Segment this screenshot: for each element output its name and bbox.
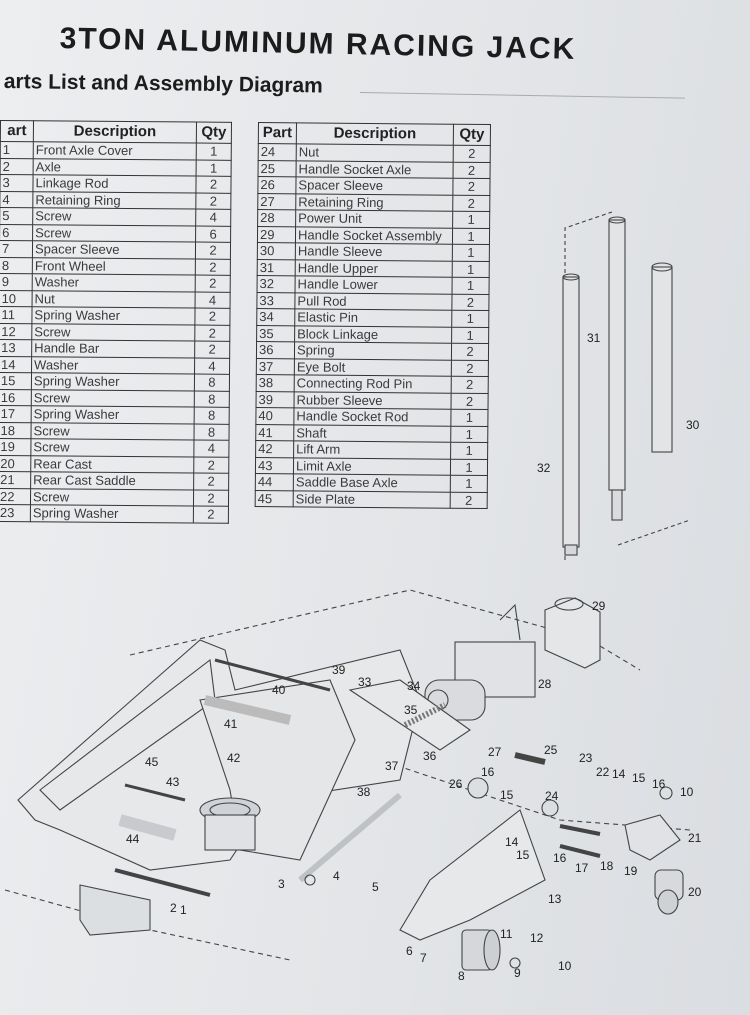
callout-15: 15 [632,771,646,785]
callout-15c: 15 [516,848,530,862]
callout-16: 16 [652,777,666,791]
callout-4: 4 [333,869,340,883]
callout-12: 12 [530,931,544,945]
front-wheel [461,929,501,971]
handle-socket-axle [514,752,546,765]
retaining-ring [304,874,316,886]
callout-9: 9 [514,966,521,980]
handle-socket-rod [214,658,331,692]
callout-35: 35 [404,703,418,717]
callout-16b: 16 [481,765,495,779]
callout-36: 36 [423,749,437,763]
callout-14: 14 [612,767,626,781]
handle-lower-tube [562,273,580,556]
rear-cast-saddle [624,814,681,861]
saddle-base-axle [118,814,177,841]
shaft [203,695,292,725]
callout-37: 37 [385,759,399,773]
callout-31: 31 [587,331,601,345]
nut [659,786,673,800]
callout-11: 11 [500,927,513,941]
handle-upper-tube [608,216,626,521]
callout-1: 1 [180,903,187,917]
callout-28: 28 [538,677,552,691]
callout-10b: 10 [558,959,572,973]
callout-38: 38 [357,785,371,799]
callout-34: 34 [407,679,421,693]
rear-wheel [654,869,684,915]
callout-8: 8 [458,969,465,983]
callout-30: 30 [686,418,700,432]
callout-16c: 16 [553,851,567,865]
callout-40: 40 [272,683,286,697]
callout-43: 43 [166,775,180,789]
power-unit [424,603,536,721]
spacer-sleeve [467,777,489,799]
callout-20: 20 [688,885,702,899]
callout-5: 5 [372,880,379,894]
callout-25: 25 [544,743,558,757]
guide-line [379,759,691,831]
callout-21: 21 [688,831,702,845]
handle-bar [399,809,546,941]
screw [559,824,601,858]
linkage-rod [298,792,402,883]
callout-26: 26 [449,777,463,791]
handle-sleeve-tube [651,262,673,453]
callout-24: 24 [545,789,559,803]
callout-15b: 15 [500,788,514,802]
saddle [199,797,261,851]
callout-44: 44 [126,832,140,846]
callout-29: 29 [592,599,606,613]
callout-33: 33 [358,675,372,689]
guide-line [564,211,613,560]
callout-17: 17 [575,861,589,875]
washer [509,957,521,969]
callout-3: 3 [278,877,285,891]
limit-axle [124,783,186,802]
guide-line [4,889,291,961]
guide-line [129,589,641,671]
callout-14b: 14 [505,835,519,849]
front-axle-cover [79,884,151,936]
nut [541,799,559,817]
callout-7: 7 [420,951,427,965]
guide-line [617,519,691,546]
callout-42: 42 [227,751,241,765]
callout-10: 10 [680,785,694,799]
callout-2: 2 [170,901,177,915]
callout-18: 18 [600,859,614,873]
spring [403,702,447,728]
callout-6: 6 [406,944,413,958]
pull-rod [348,679,471,751]
callout-labels: 1 2 3 4 5 6 7 8 9 10 10 11 12 13 14 14 1… [126,331,702,983]
callout-22: 22 [596,765,610,779]
callout-45: 45 [145,755,159,769]
callout-23: 23 [579,751,593,765]
callout-19: 19 [624,864,638,878]
callout-41: 41 [224,717,238,731]
callout-39: 39 [332,663,346,677]
callout-13: 13 [548,892,562,906]
callout-32: 32 [537,461,551,475]
callout-27: 27 [488,745,502,759]
front-axle [114,868,211,897]
